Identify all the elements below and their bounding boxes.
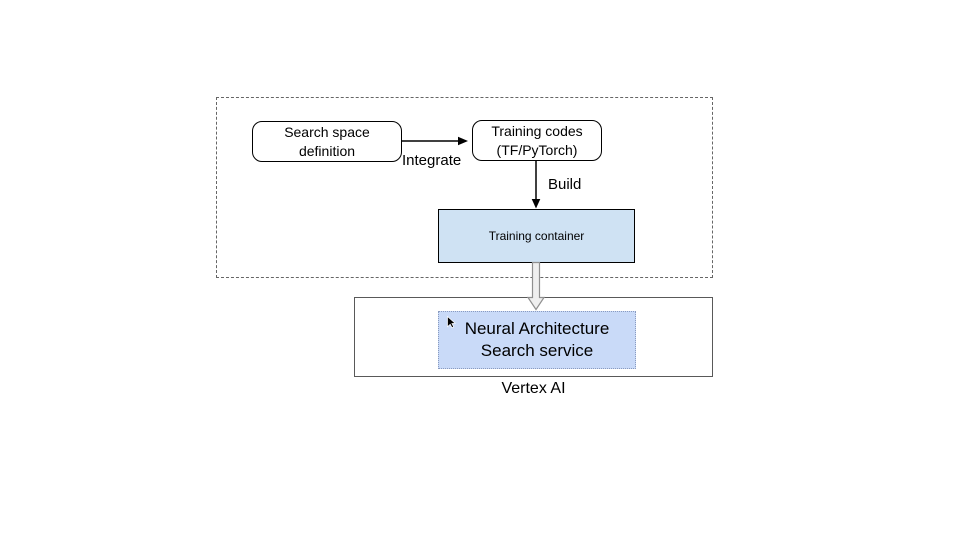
nas-service-node: Neural Architecture Search service: [438, 311, 636, 369]
search-space-definition-node: Search space definition: [252, 121, 402, 162]
search-space-line1: Search space: [284, 123, 370, 140]
training-container-node: Training container: [438, 209, 635, 263]
search-space-line2: definition: [298, 142, 356, 159]
nas-service-line1: Neural Architecture: [464, 319, 610, 338]
nas-service-line2: Search service: [480, 341, 594, 360]
build-label: Build: [548, 176, 582, 193]
integrate-label: Integrate: [402, 152, 462, 169]
training-codes-line1: Training codes: [491, 122, 583, 139]
training-codes-node: Training codes (TF/PyTorch): [472, 120, 602, 161]
pipeline-group-box: [216, 97, 713, 278]
training-codes-line2: (TF/PyTorch): [496, 141, 578, 158]
vertex-ai-label: Vertex AI: [501, 380, 566, 397]
training-container-label: Training container: [488, 229, 585, 243]
